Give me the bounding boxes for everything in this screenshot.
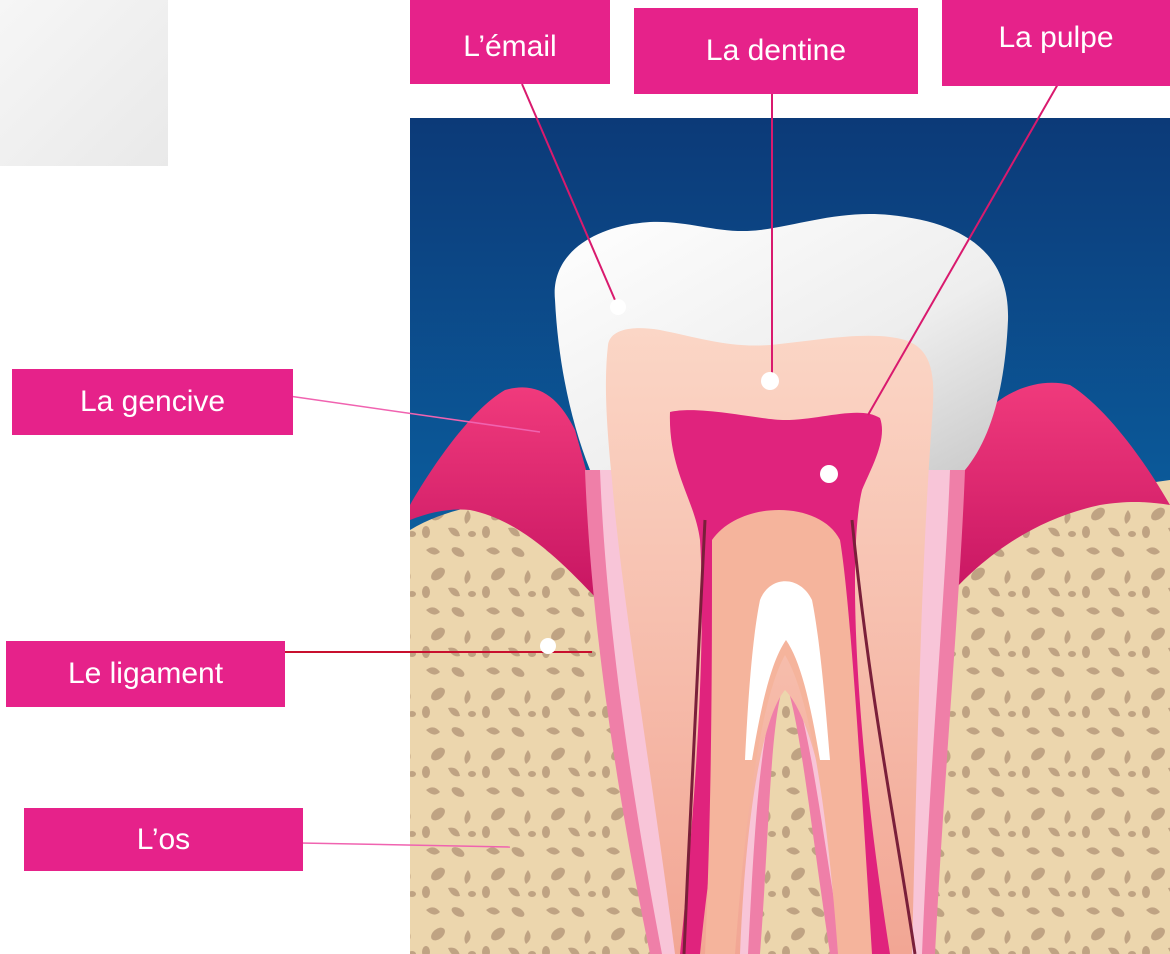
marker-dentine — [761, 372, 779, 390]
marker-pulpe — [820, 465, 838, 483]
label-os: L’os — [24, 808, 303, 871]
label-email: L’émail — [410, 0, 610, 84]
label-gencive: La gencive — [12, 369, 293, 435]
label-dentine: La dentine — [634, 8, 918, 94]
marker-ligament — [540, 638, 556, 654]
marker-email — [610, 299, 626, 315]
label-pulpe: La pulpe — [942, 0, 1170, 86]
label-ligament: Le ligament — [6, 641, 285, 707]
